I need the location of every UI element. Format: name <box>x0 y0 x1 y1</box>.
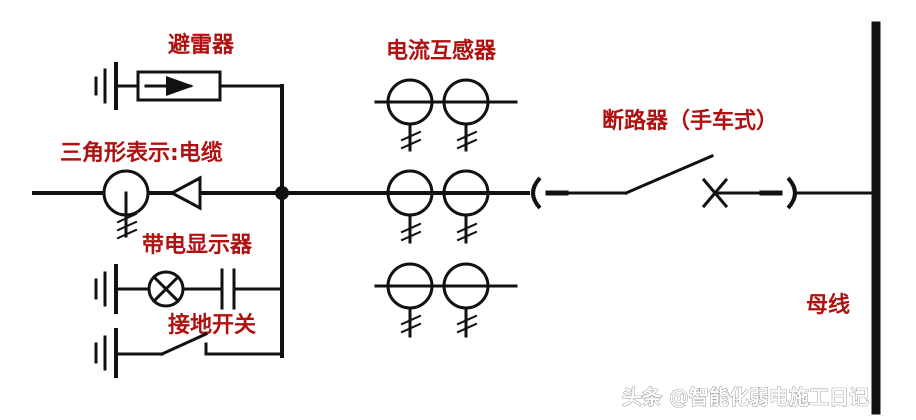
busbar-label: 母线 <box>806 292 850 318</box>
earthing-switch <box>94 328 284 378</box>
live-indicator <box>94 264 284 314</box>
current-transformer-label: 电流互感器 <box>386 38 497 64</box>
junction-node <box>275 186 289 200</box>
watermark: 头条 @智能化弱电施工日记 <box>622 385 869 409</box>
surge-arrester <box>94 62 284 110</box>
cable-termination <box>102 169 202 240</box>
arrester-label: 避雷器 <box>168 32 235 58</box>
current-transformers <box>374 78 518 338</box>
withdrawable-breaker <box>531 154 874 210</box>
cable-label: 三角形表示:电缆 <box>60 140 223 166</box>
live-indicator-label: 带电显示器 <box>142 233 253 258</box>
breaker-label: 断路器（手车式） <box>602 108 778 134</box>
earthing-switch-label: 接地开关 <box>168 313 256 338</box>
